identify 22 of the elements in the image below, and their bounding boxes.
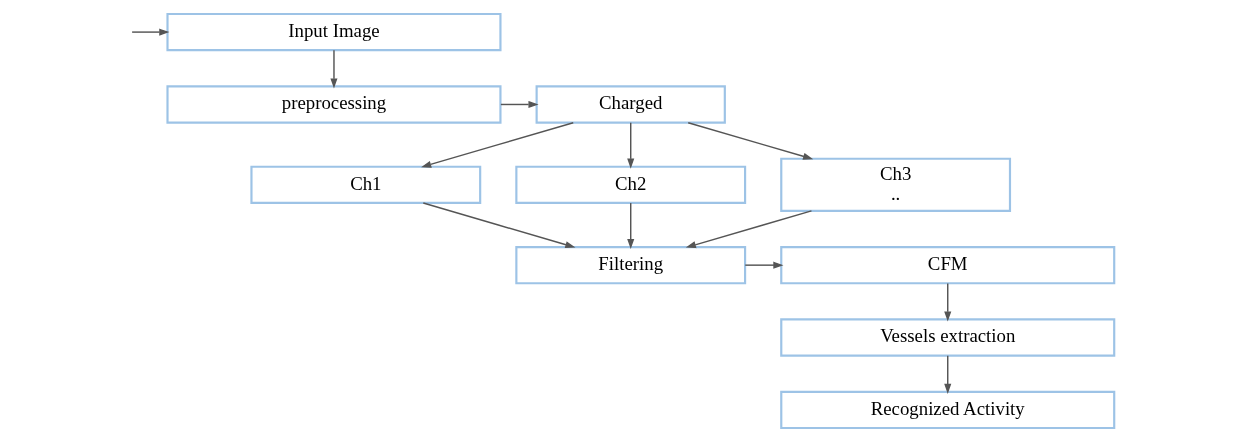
node-box: Vessels extraction [780, 318, 1116, 357]
arrow [944, 355, 952, 394]
node-box: Recognized Activity [780, 390, 1116, 430]
arrow [131, 28, 170, 36]
arrow [744, 261, 784, 269]
arrow [685, 210, 813, 249]
node-box: CFM [780, 245, 1116, 285]
arrow [330, 49, 338, 89]
arrow [627, 122, 635, 169]
node-box: Ch3 .. [780, 157, 1012, 212]
node-box: Ch1 [250, 165, 482, 204]
arrow [944, 282, 952, 322]
node-box: Charged [535, 85, 726, 124]
arrow [421, 122, 574, 168]
node-box: Input Image [166, 12, 502, 52]
arrow [687, 122, 814, 160]
node-box: preprocessing [166, 85, 502, 124]
node-box: Ch2 [515, 165, 747, 204]
arrow [627, 202, 635, 250]
arrow [422, 202, 576, 249]
arrow [500, 100, 539, 109]
node-box: Filtering [515, 245, 747, 285]
